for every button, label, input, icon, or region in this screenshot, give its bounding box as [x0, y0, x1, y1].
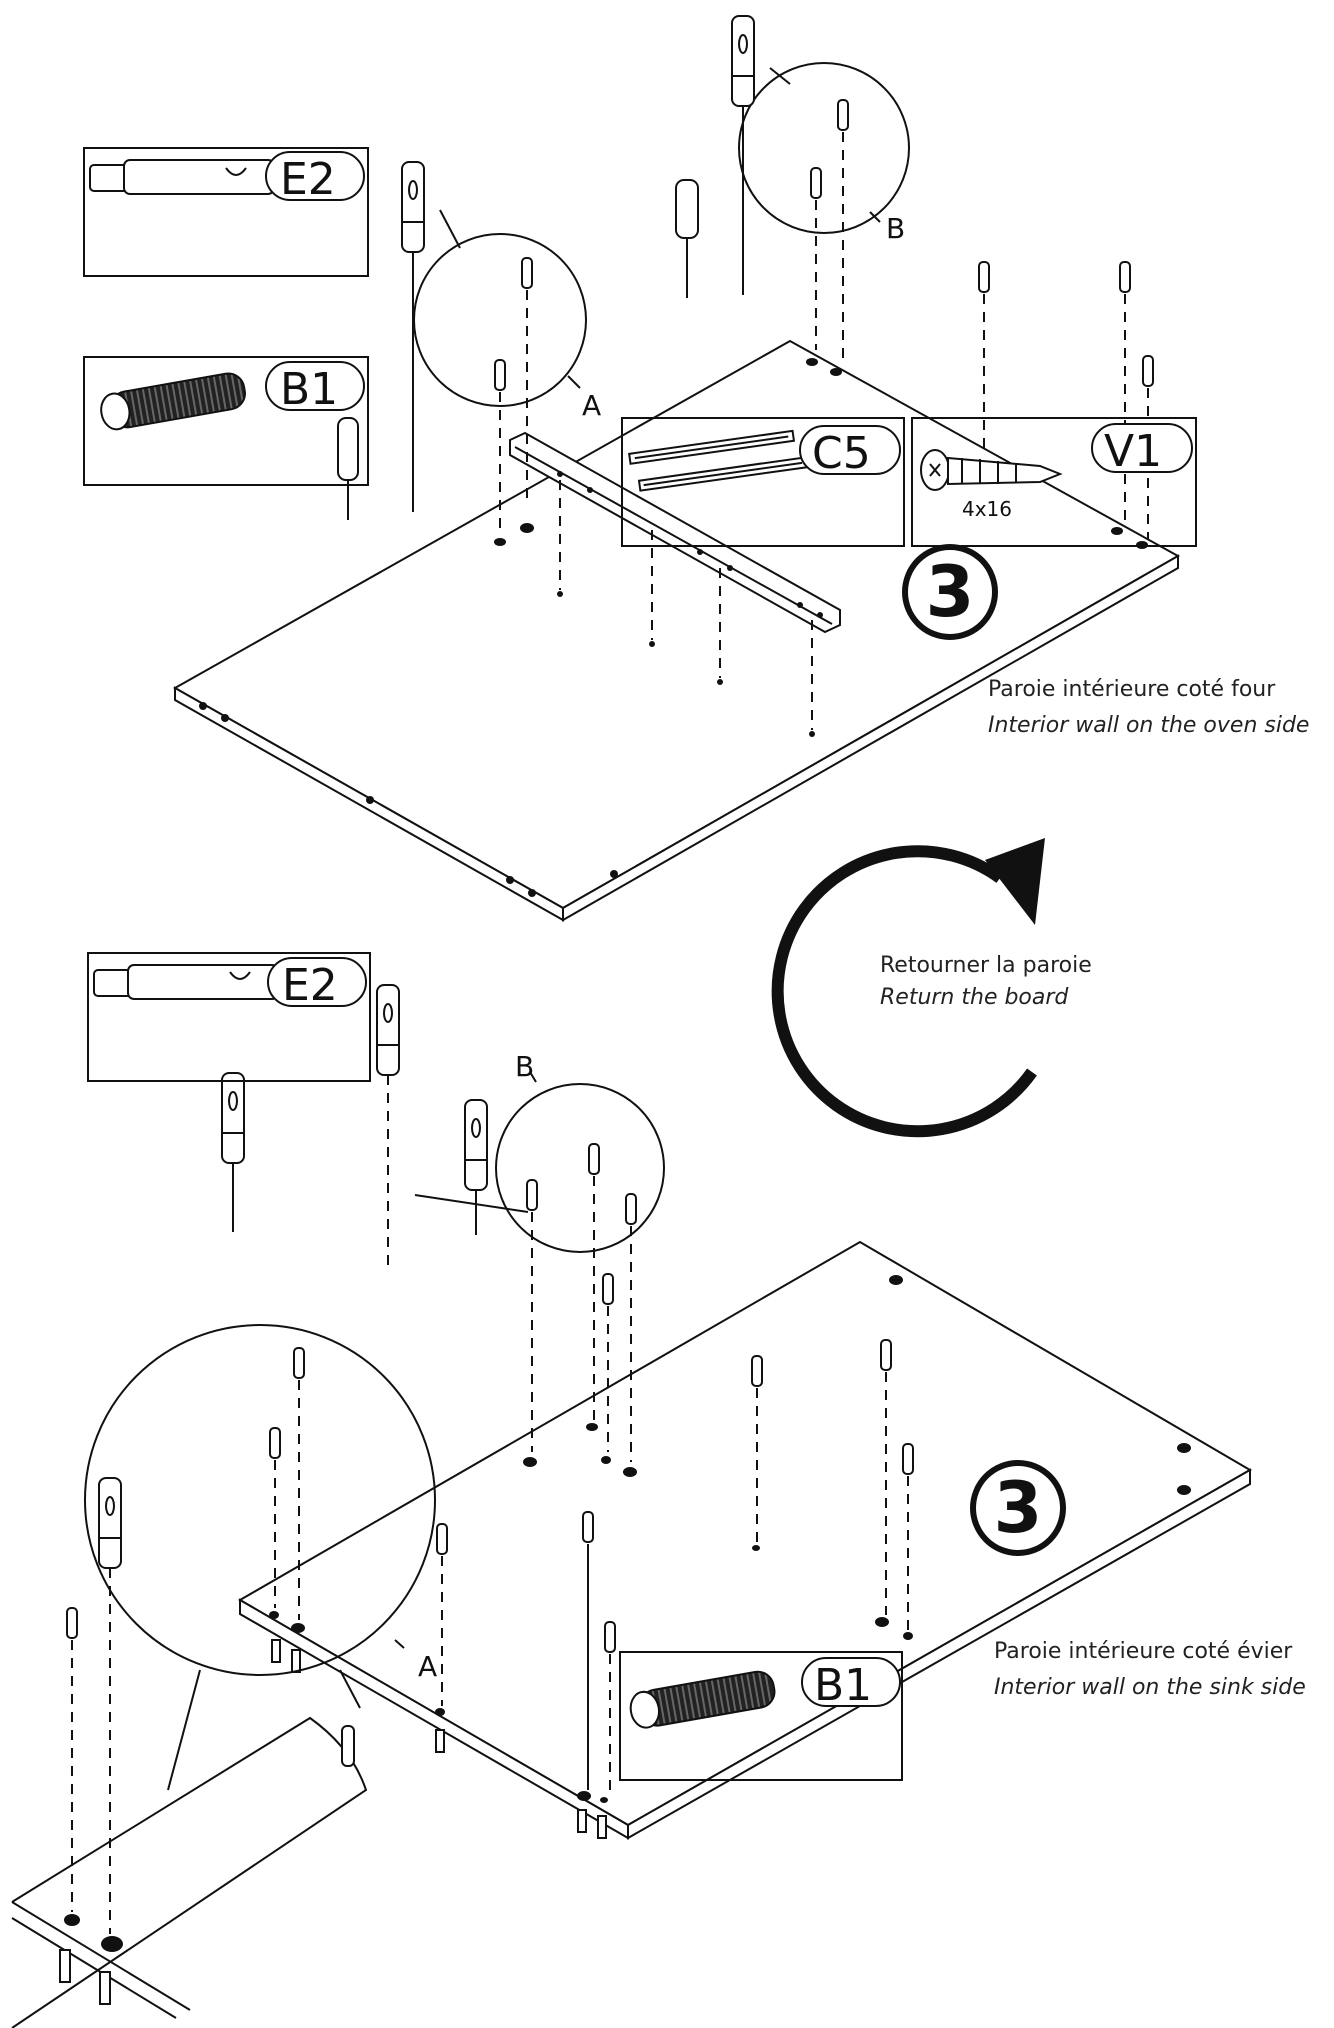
flip-caption-fr: Retourner la paroie — [880, 953, 1092, 978]
flip-caption-en: Return the board — [880, 985, 1069, 1010]
caption-top-fr: Paroie intérieure coté four — [988, 677, 1276, 702]
part-label-e2-bottom: E2 — [282, 960, 338, 1011]
flip-arrow — [771, 838, 1045, 1138]
detail-circle-a-bottom — [84, 1324, 436, 1791]
detail-label-a-bottom: A — [418, 1650, 437, 1683]
detail-circle-b-bottom — [414, 1071, 665, 1462]
step-number-top: 3 — [926, 551, 975, 633]
detail-label-a-top: A — [582, 389, 601, 422]
part-label-b1-bottom: B1 — [814, 1660, 872, 1711]
bottom-board — [238, 1240, 1252, 1840]
top-board — [172, 339, 1181, 922]
cam-bolt-top-left — [401, 161, 425, 512]
detail-label-b-top: B — [886, 212, 905, 245]
part-box-c5: C5 — [621, 417, 905, 547]
part-box-b1-top: B1 — [83, 356, 369, 520]
part-label-v1: V1 — [1104, 426, 1162, 477]
caption-bottom-fr: Paroie intérieure coté évier — [994, 1639, 1293, 1664]
part-box-v1: V1 4x16 — [911, 417, 1197, 547]
runner-screw-lines — [557, 480, 815, 737]
part-box-e2-bottom: E2 — [87, 952, 371, 1082]
part-label-c5: C5 — [812, 428, 871, 479]
caption-bottom-en: Interior wall on the sink side — [994, 1675, 1306, 1700]
magnified-corner-detail — [11, 1477, 368, 2028]
cam-bolts-bottom — [221, 984, 488, 1265]
step-badge-top: 3 — [902, 544, 998, 640]
part-box-b1-bottom: B1 — [619, 1651, 903, 1781]
pins-bottom — [436, 1273, 914, 1794]
drawer-runner — [509, 431, 841, 634]
dowel-top-mid — [675, 179, 699, 298]
step-number-bottom: 3 — [994, 1467, 1043, 1549]
part-label-e2-top: E2 — [280, 154, 336, 205]
step-badge-bottom: 3 — [970, 1460, 1066, 1556]
cam-bolt-top-right — [731, 15, 755, 295]
detail-label-b-bottom: B — [515, 1050, 534, 1083]
detail-circle-b-top — [738, 62, 910, 360]
caption-top-en: Interior wall on the oven side — [988, 713, 1309, 738]
part-box-e2-top: E2 — [83, 147, 369, 277]
screw-size-label: 4x16 — [962, 497, 1012, 521]
part-label-b1-top: B1 — [280, 364, 338, 415]
